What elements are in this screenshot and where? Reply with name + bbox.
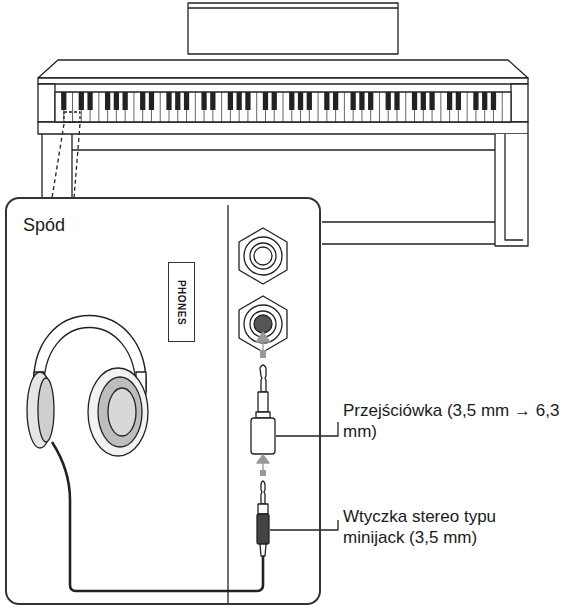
jack-upper [239,228,287,284]
black-key [456,92,461,110]
black-key [210,92,215,110]
leader-line [270,520,338,530]
leader-line [276,422,338,436]
black-key [272,92,277,110]
piano-cheek [38,84,55,122]
black-key [351,92,356,110]
phones-label-box: PHONES [168,262,195,342]
key-line [98,92,99,122]
key-line [160,92,161,122]
black-key [228,92,233,110]
section-title: Spód [23,215,65,236]
black-key [386,92,391,110]
black-key [175,92,180,110]
inset-panel: SpódPHONES [5,197,321,605]
black-key [61,92,66,110]
black-key [289,92,294,110]
black-key [491,92,496,110]
key-line [467,92,468,122]
black-key [421,92,426,110]
piano-top [38,60,528,78]
black-key [237,92,242,110]
black-key [140,92,145,110]
black-key [307,92,312,110]
jack-panel [227,205,228,603]
black-key [447,92,452,110]
black-key [114,92,119,110]
black-key [482,92,487,110]
callout-label: Wtyczka stereo typu minijack (3,5 mm) [343,506,561,549]
black-key [201,92,206,110]
black-key [149,92,154,110]
right-leg [495,134,528,246]
headphones [27,316,148,457]
key-line [344,92,345,122]
key-line [256,92,257,122]
key-line [283,92,284,122]
key-line [379,92,380,122]
minijack-plug [257,481,269,556]
music-rest [188,3,398,54]
black-key [333,92,338,110]
adapter [251,365,275,454]
black-key [166,92,171,110]
callout-label: Przejściówka (3,5 mm → 6,3 mm) [343,400,561,443]
black-key [359,92,364,110]
black-key [473,92,478,110]
pedal-rail [322,222,495,244]
black-key [79,92,84,110]
black-key [412,92,417,110]
black-key [324,92,329,110]
keyboard [55,92,511,122]
black-key [263,92,268,110]
black-key [429,92,434,110]
key-line [502,92,503,122]
black-key [105,92,110,110]
key-line [133,92,134,122]
insert-arrow [256,332,270,350]
headphone-cable [52,442,263,591]
port-label: PHONES [176,279,187,324]
black-key [87,92,92,110]
black-key [184,92,189,110]
black-key [298,92,303,110]
key-line [195,92,196,122]
jack-location [64,112,80,122]
black-key [368,92,373,110]
jack-phones [239,296,287,352]
key-slip [38,122,528,134]
key-line [440,92,441,122]
key-line [318,92,319,122]
key-line [72,92,73,122]
black-key [394,92,399,110]
black-key [245,92,250,110]
key-line [221,92,222,122]
black-key [123,92,128,110]
key-line [405,92,406,122]
